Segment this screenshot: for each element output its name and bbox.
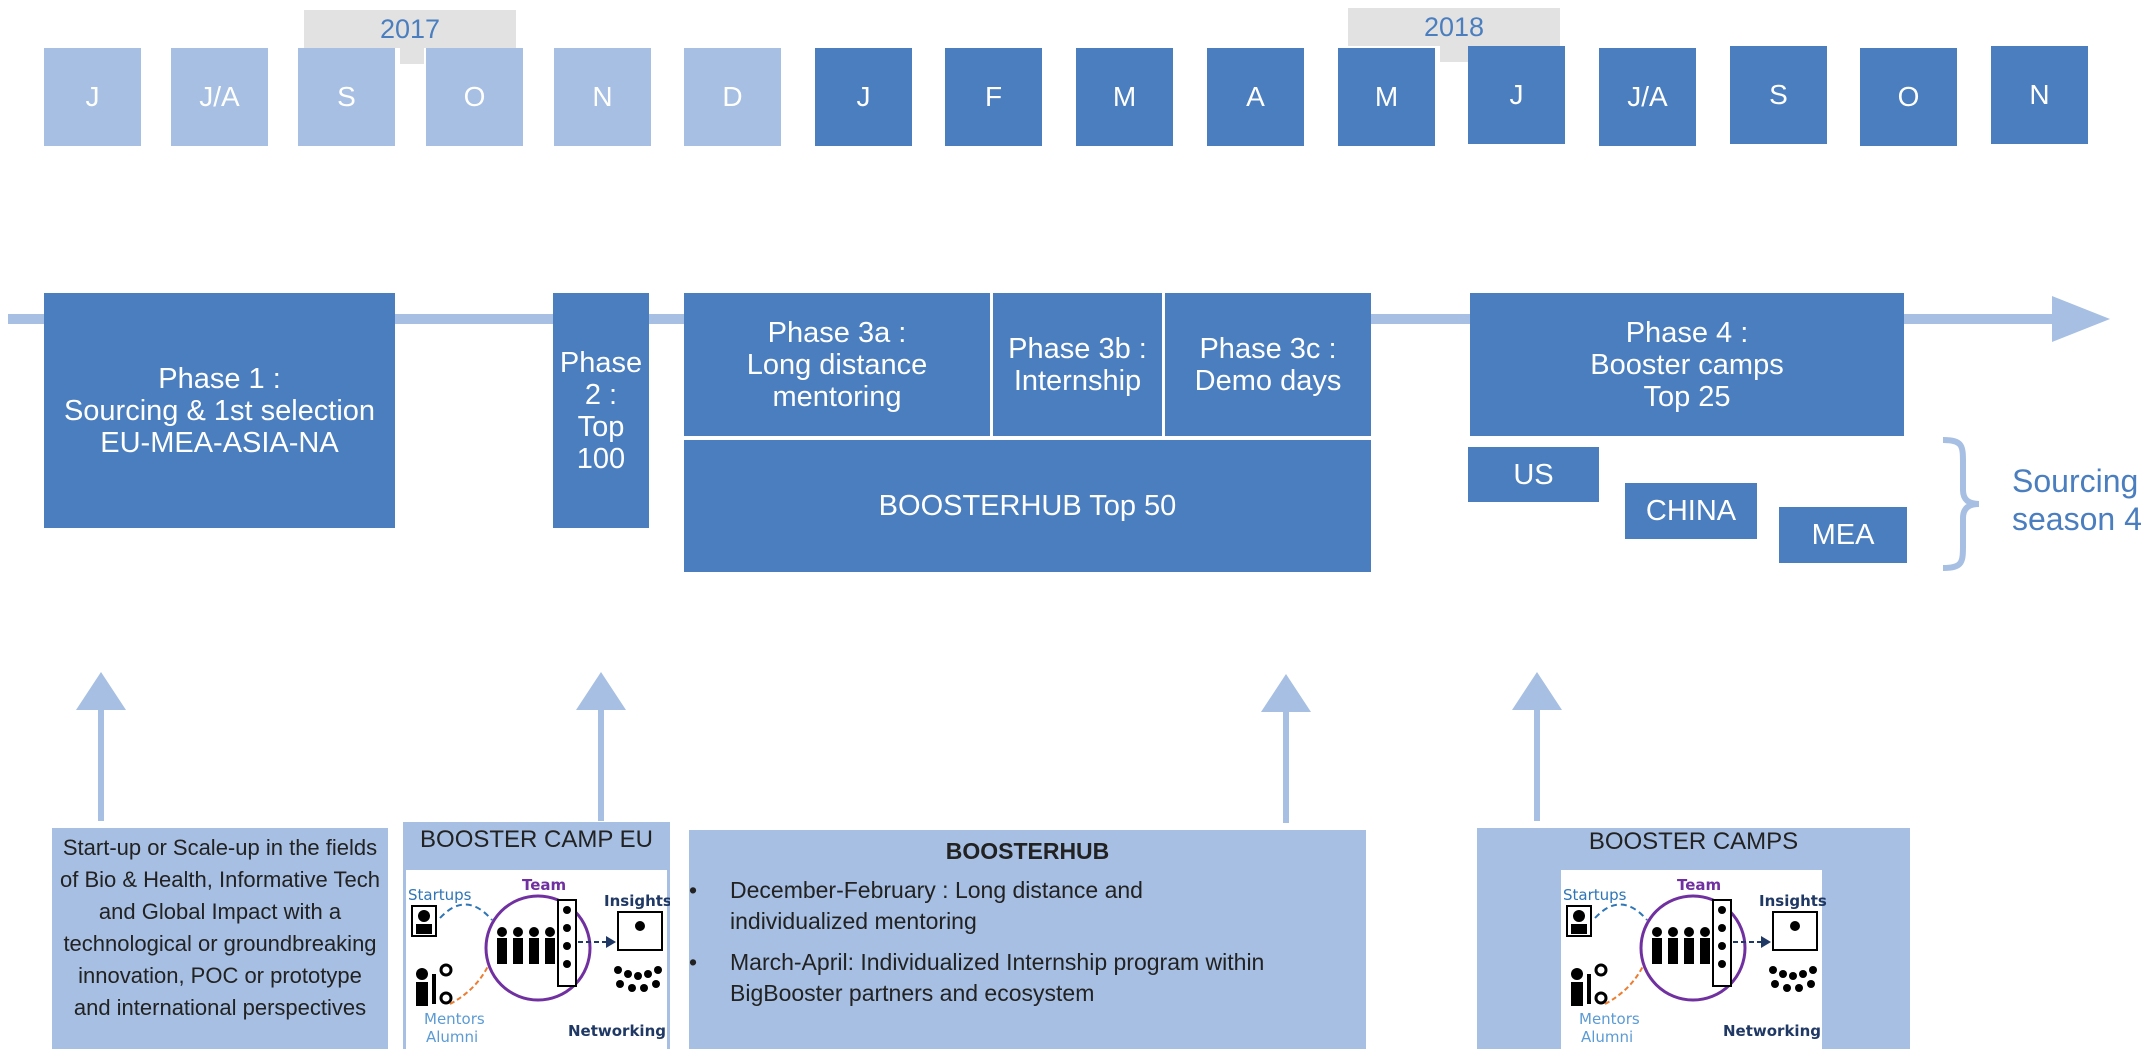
booster-camps-title: BOOSTER CAMPS — [1588, 828, 1799, 855]
month-box-jun-2017: J — [44, 48, 141, 146]
year-tab-2017-connector — [400, 46, 424, 64]
mentors-label: Mentors — [1579, 1010, 1640, 1028]
boosterhub-bullet-1-text: December-February : Long distance and in… — [730, 877, 1143, 934]
year-tab-2018: 2018 — [1348, 8, 1560, 46]
booster-camp-eu-illustration: Startups Team Insights Mentors Alumni Ne… — [406, 870, 670, 1049]
phase-3b-box: Phase 3b : Internship — [993, 293, 1162, 436]
up-arrow-2-shaft — [598, 709, 604, 821]
bullet-marker: • — [689, 949, 698, 975]
phase-3a-box: Phase 3a : Long distance mentoring — [684, 293, 990, 436]
up-arrow-1-shaft — [98, 709, 104, 821]
month-box-sep-2017: S — [298, 48, 395, 146]
boosterhub-bullet-2: • March-April: Individualized Internship… — [685, 947, 1285, 1009]
month-box-julaug-2018: J/A — [1599, 48, 1696, 146]
networking-label: Networking — [568, 1022, 666, 1040]
timeline-line-phase1-phase2 — [395, 314, 553, 324]
alumni-label: Alumni — [1581, 1028, 1634, 1046]
bullet-marker: • — [689, 877, 698, 903]
region-us-box: US — [1468, 447, 1599, 502]
insights-label: Insights — [604, 892, 670, 910]
timeline-line-start — [8, 314, 44, 324]
month-box-julaug-2017: J/A — [171, 48, 268, 146]
region-mea-box: MEA — [1779, 507, 1907, 563]
timeline-arrowhead — [2052, 296, 2110, 342]
team-label: Team — [522, 876, 567, 894]
month-box-oct-2018: O — [1860, 48, 1957, 146]
startup-criteria-card: Start-up or Scale-up in the fields of Bi… — [52, 828, 388, 1049]
insights-label: Insights — [1759, 892, 1827, 910]
month-box-feb-2018: F — [945, 48, 1042, 146]
month-box-mar-2018: M — [1076, 48, 1173, 146]
boosterhub-card: BOOSTERHUB • December-February : Long di… — [689, 830, 1366, 1049]
sourcing-season-4-label: Sourcing season 4 — [2012, 463, 2142, 537]
timeline-line-phase3-phase4 — [1371, 314, 1470, 324]
boosterhub-card-title: BOOSTERHUB — [945, 838, 1110, 864]
booster-camps-card: BOOSTER CAMPS Startups Team Insights Men… — [1477, 828, 1910, 1049]
month-box-apr-2018: A — [1207, 48, 1304, 146]
team-label: Team — [1677, 876, 1722, 894]
startups-label: Startups — [408, 886, 472, 904]
timeline-line-phase2-phase3 — [649, 314, 684, 324]
phase-2-box: Phase 2 : Top 100 — [553, 293, 649, 528]
mentors-label: Mentors — [424, 1010, 485, 1028]
booster-camp-eu-card: BOOSTER CAMP EU Startups Team Insights M… — [403, 822, 670, 1049]
boosterhub-bullet-1: • December-February : Long distance and … — [685, 875, 1285, 937]
booster-camps-illustration: Startups Team Insights Mentors Alumni Ne… — [1561, 870, 1827, 1049]
up-arrow-1-head — [76, 672, 126, 710]
up-arrow-3-shaft — [1283, 711, 1289, 823]
month-box-oct-2017: O — [426, 48, 523, 146]
year-tab-2018-connector — [1440, 44, 1468, 62]
month-box-jan-2018: J — [815, 48, 912, 146]
ecosystem-diagram-icon — [1566, 894, 1818, 1006]
up-arrow-3-head — [1261, 674, 1311, 712]
up-arrow-4-shaft — [1534, 709, 1540, 821]
curly-brace — [1942, 437, 1980, 571]
up-arrow-2-head — [576, 672, 626, 710]
month-box-sep-2018: S — [1730, 46, 1827, 144]
region-china-box: CHINA — [1625, 483, 1757, 539]
timeline-line-end — [1904, 314, 2054, 324]
ecosystem-diagram-icon — [411, 894, 663, 1006]
phase-1-box: Phase 1 : Sourcing & 1st selection EU-ME… — [44, 293, 395, 528]
month-box-nov-2018: N — [1991, 46, 2088, 144]
startup-criteria-text: Start-up or Scale-up in the fields of Bi… — [60, 835, 380, 1020]
alumni-label: Alumni — [426, 1028, 479, 1046]
month-box-jun-2018: J — [1468, 46, 1565, 144]
phase-4-box: Phase 4 : Booster camps Top 25 — [1470, 293, 1904, 436]
month-box-may-2018: M — [1338, 48, 1435, 146]
month-box-dec-2017: D — [684, 48, 781, 146]
boosterhub-top50-box: BOOSTERHUB Top 50 — [684, 440, 1371, 572]
phase-3c-box: Phase 3c : Demo days — [1165, 293, 1371, 436]
startups-label: Startups — [1563, 886, 1627, 904]
month-box-nov-2017: N — [554, 48, 651, 146]
up-arrow-4-head — [1512, 672, 1562, 710]
booster-camp-eu-title: BOOSTER CAMP EU — [420, 826, 653, 853]
networking-label: Networking — [1723, 1022, 1821, 1040]
year-tab-2017: 2017 — [304, 10, 516, 48]
boosterhub-bullet-2-text: March-April: Individualized Internship p… — [730, 949, 1265, 1006]
